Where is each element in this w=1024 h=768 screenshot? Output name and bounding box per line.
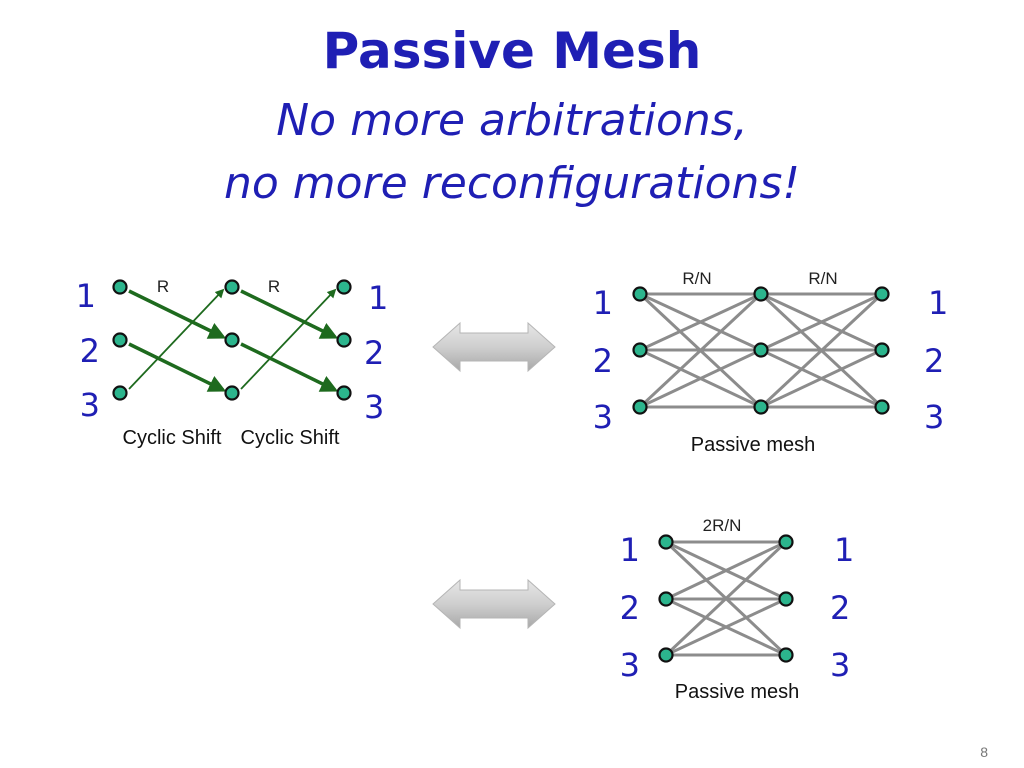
mesh-link [639, 348, 762, 409]
mesh1-output-label-2: 2 [830, 589, 850, 627]
cyclic-input-label-2: 2 [80, 332, 100, 370]
mesh1-output-label-3: 3 [830, 646, 850, 684]
double-arrow-icon [432, 321, 556, 373]
node-dot [753, 286, 769, 302]
two-stage-passive-mesh: 1 2 3 1 2 3 R/N R/N Passive mesh [593, 269, 949, 456]
node-dot [874, 286, 890, 302]
node-dot [874, 399, 890, 415]
mesh2-output-label-2: 2 [924, 342, 944, 380]
mesh-link [639, 292, 762, 352]
cyclic-output-label-1: 1 [368, 279, 388, 317]
mesh2-input-label-3: 3 [593, 398, 613, 436]
mesh-link [638, 292, 763, 409]
node-dot [778, 534, 794, 550]
double-arrow-icon [432, 578, 556, 630]
node-dot [632, 342, 648, 358]
node-dot [658, 534, 674, 550]
node-dot [224, 385, 240, 401]
node-dot [336, 332, 352, 348]
mesh2-input-label-2: 2 [593, 342, 613, 380]
node-dot [112, 279, 128, 295]
node-dot [658, 647, 674, 663]
node-dot [874, 342, 890, 358]
node-dot [632, 399, 648, 415]
shift-wrap-arrow [128, 288, 225, 390]
mesh-2-links [638, 292, 884, 409]
cyclic-shift-diagram: 1 2 3 1 2 3 R R Cyclic Shift Cyclic Shif… [76, 277, 389, 449]
shift-arrow [240, 342, 339, 392]
shift-arrow [240, 289, 339, 339]
mesh-link [760, 348, 883, 409]
node-dot [632, 286, 648, 302]
slide-title: Passive Mesh [322, 22, 702, 80]
shift-arrow [128, 289, 227, 339]
mesh-link [664, 540, 788, 657]
mesh-link [665, 540, 787, 601]
node-dot [336, 385, 352, 401]
mesh1-input-label-3: 3 [620, 646, 640, 684]
cyclic-shift-nodes [112, 279, 352, 401]
cyclic-shift-arrows [128, 288, 339, 392]
node-dot [658, 591, 674, 607]
node-dot [753, 399, 769, 415]
mesh1-input-label-1: 1 [620, 531, 640, 569]
cyclic-output-label-2: 2 [364, 334, 384, 372]
mesh1-output-label-1: 1 [834, 531, 854, 569]
node-dot [112, 385, 128, 401]
cyclic-output-label-3: 3 [364, 388, 384, 426]
cyclic-stage-2-caption: Cyclic Shift [241, 427, 340, 449]
page-number: 8 [980, 744, 988, 760]
mesh2-stage-2-rate: R/N [808, 269, 837, 288]
mesh1-rate: 2R/N [703, 516, 742, 535]
mesh-link [665, 597, 787, 657]
cyclic-stage-1-caption: Cyclic Shift [123, 427, 222, 449]
node-dot [778, 647, 794, 663]
slide-subtitle-line-2: no more reconfigurations! [223, 158, 801, 209]
node-dot [336, 279, 352, 295]
mesh1-caption: Passive mesh [675, 681, 800, 703]
mesh2-output-label-1: 1 [928, 284, 948, 322]
node-dot [224, 332, 240, 348]
mesh2-caption: Passive mesh [691, 434, 816, 456]
cyclic-stage-2-rate: R [268, 277, 280, 296]
node-dot [112, 332, 128, 348]
mesh-link [759, 292, 884, 409]
node-dot [224, 279, 240, 295]
node-dot [778, 591, 794, 607]
mesh-2-nodes [632, 286, 890, 415]
shift-arrow [128, 342, 227, 392]
single-stage-passive-mesh: 1 2 3 1 2 3 2R/N Passive mesh [620, 516, 855, 703]
mesh-link [760, 292, 883, 352]
mesh2-input-label-1: 1 [593, 284, 613, 322]
slide-subtitle-line-1: No more arbitrations, [276, 95, 748, 146]
cyclic-input-label-1: 1 [76, 277, 96, 315]
cyclic-stage-1-rate: R [157, 277, 169, 296]
node-dot [753, 342, 769, 358]
mesh2-stage-1-rate: R/N [682, 269, 711, 288]
mesh1-input-label-2: 2 [620, 589, 640, 627]
shift-wrap-arrow [240, 288, 337, 390]
cyclic-input-label-3: 3 [80, 386, 100, 424]
mesh-1-links [664, 540, 788, 657]
mesh-1-nodes [658, 534, 794, 663]
mesh2-output-label-3: 3 [924, 398, 944, 436]
